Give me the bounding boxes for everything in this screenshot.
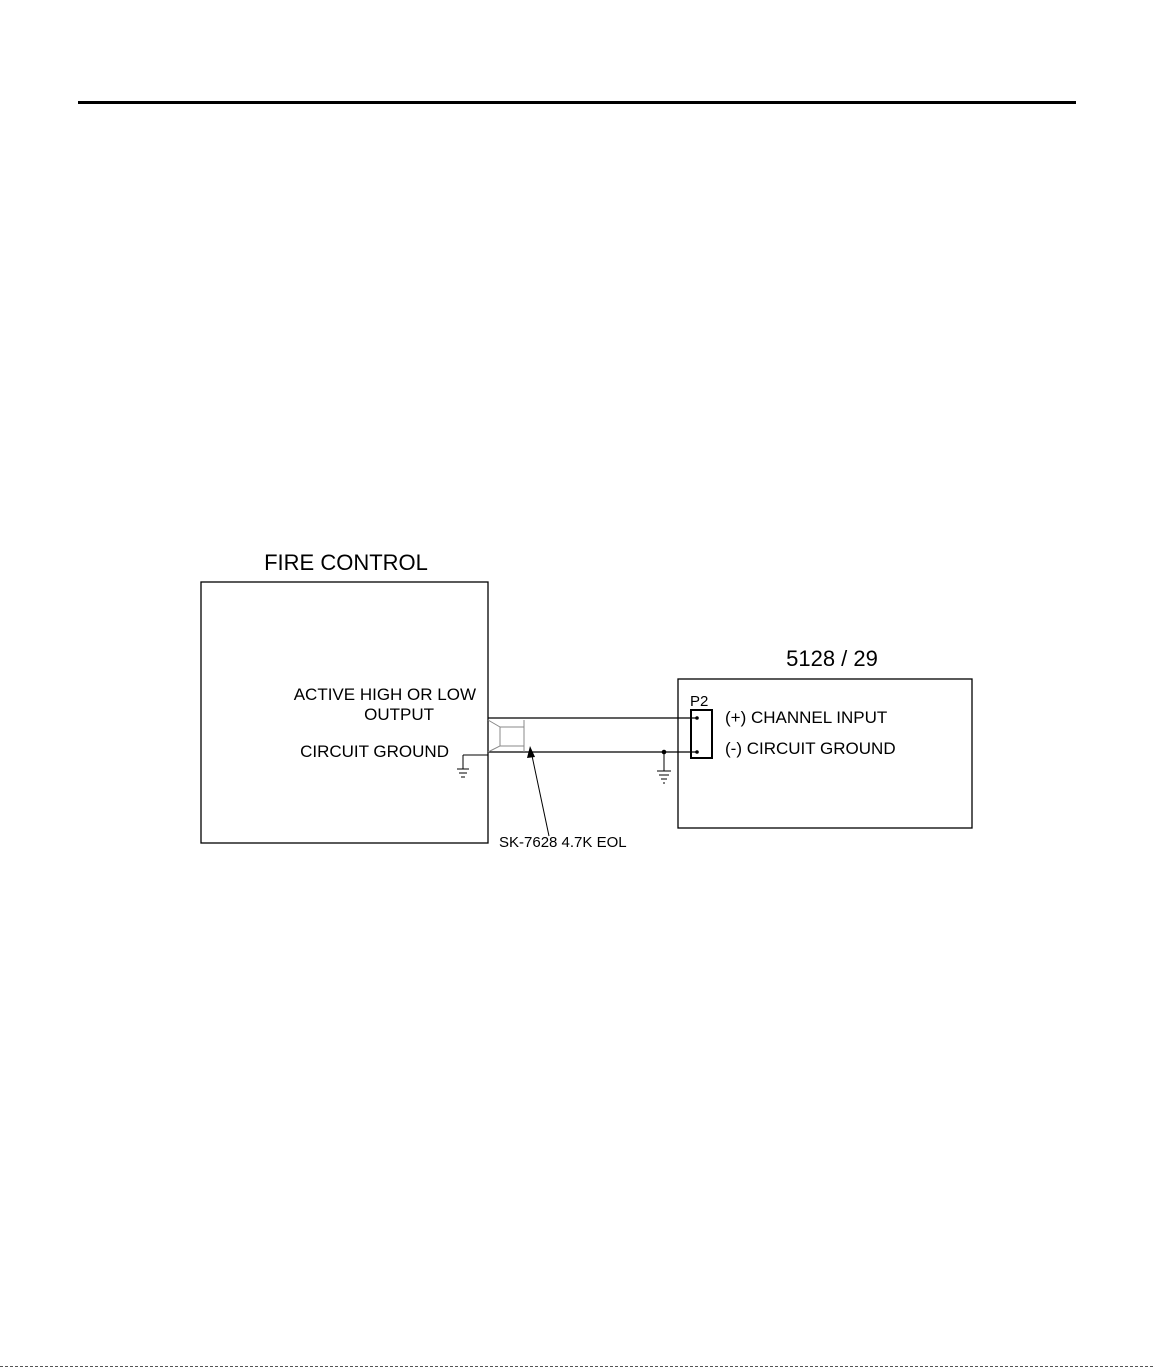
output-label-line2: OUTPUT [364,705,434,724]
pin-minus-dot [695,750,699,754]
footer-rule [0,1366,1153,1367]
resistor-leader-line [531,751,549,836]
pin-plus-label: (+) CHANNEL INPUT [725,708,887,727]
module-title: 5128 / 29 [786,646,878,671]
connector-p2 [691,710,712,758]
fire-control-ground-label: CIRCUIT GROUND [300,742,449,761]
fire-control-box [201,582,488,843]
pin-minus-label: (-) CIRCUIT GROUND [725,739,896,758]
fire-control-ground-icon [457,755,469,777]
resistor-label: SK-7628 4.7K EOL [499,834,627,851]
connector-label: P2 [690,693,708,710]
fire-control-title: FIRE CONTROL [264,550,428,575]
pin-plus-dot [695,716,699,720]
eol-resistor-icon [488,720,524,752]
output-label-line1: ACTIVE HIGH OR LOW [294,685,476,704]
module-ground-icon [657,752,671,783]
